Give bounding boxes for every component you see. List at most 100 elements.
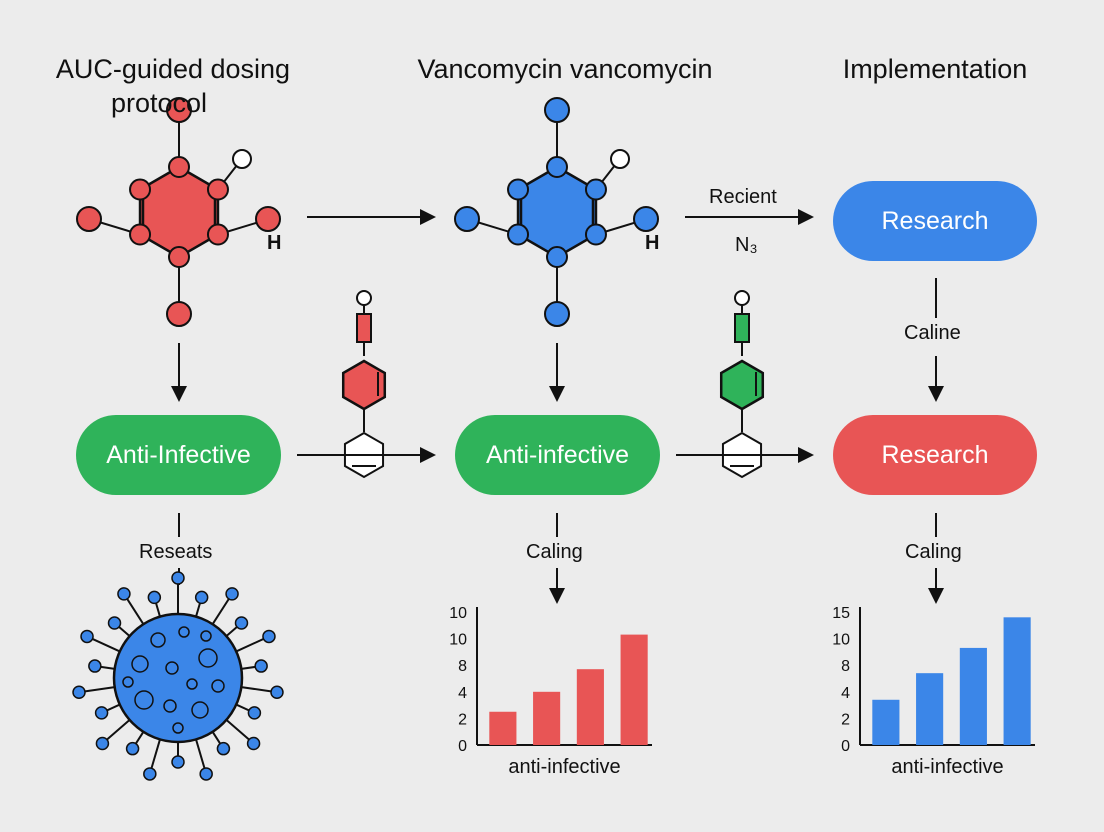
chart-2-bar-1 <box>916 673 944 745</box>
caling-label-mid: Caling <box>526 541 583 563</box>
title-col1-line2: protocol <box>110 88 208 118</box>
blue-atom-left <box>454 206 480 232</box>
virus-spike-tip-11 <box>171 755 185 769</box>
reseats-label: Reseats <box>139 541 213 563</box>
chart-1-bar-2 <box>576 669 604 745</box>
virus-surface-dot-6 <box>134 690 154 710</box>
red-ring <box>138 165 220 259</box>
blue-vertex-atom-3 <box>546 246 568 268</box>
virus-spike-tip-7 <box>247 706 262 720</box>
caline-label: Caline <box>904 322 961 344</box>
virus-surface-dot-12 <box>200 630 212 642</box>
red-vertex-atom-1 <box>129 178 152 201</box>
red-vertex-atom-3 <box>168 246 190 268</box>
chart-2-ytick-5: 15 <box>832 605 850 622</box>
virus-spike-tip-3 <box>234 616 249 630</box>
blue-vertex-atom-1 <box>507 178 530 201</box>
chart-2-xlabel: anti-infective <box>891 756 1003 778</box>
virus-spike-tip-8 <box>246 736 261 751</box>
chart-1-ytick-0: 0 <box>458 738 467 755</box>
title-col1: AUC-guided dosing protocol <box>28 52 318 120</box>
virus-spike-tip-13 <box>125 741 140 756</box>
red-linker-molecule <box>341 290 387 479</box>
chart-1-ytick-4: 10 <box>449 632 467 649</box>
n3-label: N₃ <box>735 234 758 256</box>
virus-particle <box>72 571 284 781</box>
red-atom-right <box>255 206 281 232</box>
blue-molecule <box>454 97 659 327</box>
caling-label-right: Caling <box>905 541 962 563</box>
virus-body <box>112 612 244 744</box>
virus-surface-dot-4 <box>165 661 179 675</box>
research-pill-top: Research <box>833 181 1037 261</box>
red-atom-top <box>166 97 192 123</box>
virus-spike-tip-21 <box>147 590 162 605</box>
blue-vertex-atom-5 <box>584 178 607 201</box>
virus-spike-tip-18 <box>80 629 94 644</box>
virus-spike-tip-1 <box>194 590 209 605</box>
blue-vertex-atom-2 <box>507 223 530 246</box>
chart-1-bar-3 <box>620 634 648 745</box>
red-vertex-atom-4 <box>206 223 229 246</box>
virus-surface-dot-2 <box>178 626 190 638</box>
virus-spike-tip-15 <box>94 706 109 720</box>
virus-spike-tip-2 <box>225 587 239 601</box>
virus-spike-tip-19 <box>107 616 122 630</box>
chart-1-bar-0 <box>489 711 517 745</box>
virus-surface-dot-1 <box>150 632 166 648</box>
red-linker-top-atom <box>356 290 372 306</box>
red-vertex-atom-5 <box>206 178 229 201</box>
blue-vertex-atom-0 <box>546 156 568 178</box>
chart-2-bar-0 <box>872 699 900 745</box>
virus-spike-tip-9 <box>216 741 231 756</box>
chart-2-bar-3 <box>1003 617 1031 745</box>
chart-1-ytick-2: 4 <box>458 685 467 702</box>
anti-infective-pill-mid: Anti-infective <box>455 415 660 495</box>
red-molecule <box>76 97 281 327</box>
chart-1-xlabel: anti-infective <box>508 756 620 778</box>
chart-1-ytick-1: 2 <box>458 711 467 728</box>
blue-atom-right <box>633 206 659 232</box>
red-vertex-atom-2 <box>129 223 152 246</box>
hydrogen-label-1: H <box>267 232 282 254</box>
virus-surface-dot-9 <box>211 679 225 693</box>
research-pill-bottom: Research <box>833 415 1037 495</box>
virus-spike-tip-17 <box>88 659 102 673</box>
red-atom-left <box>76 206 102 232</box>
recient-label: Recient <box>709 186 777 208</box>
virus-spike-tip-12 <box>143 767 157 781</box>
virus-surface-dot-10 <box>172 722 184 734</box>
virus-spike-tip-10 <box>199 767 213 781</box>
bar-chart-1: 0 2 4 8 10 10 anti-infective <box>449 605 652 778</box>
virus-surface-dot-0 <box>131 655 149 673</box>
virus-spike-tip-4 <box>262 629 276 644</box>
red-vertex-atom-0 <box>168 156 190 178</box>
blue-atom-bottom <box>544 301 570 327</box>
virus-spike-tip-20 <box>117 587 131 601</box>
title-col2: Vancomycin vancomycin <box>417 54 713 84</box>
chart-1-bar-1 <box>533 691 561 745</box>
virus-spike-tip-0 <box>171 571 185 585</box>
virus-spike-tip-6 <box>270 685 284 699</box>
title-col1-line1: AUC-guided dosing <box>55 54 291 84</box>
virus-spike-tip-14 <box>95 736 110 751</box>
chart-2-ytick-3: 8 <box>841 658 850 675</box>
hydrogen-label-2: H <box>645 232 660 254</box>
chart-1-ytick-5: 10 <box>449 605 467 622</box>
chart-2-ytick-4: 10 <box>832 632 850 649</box>
blue-atom-top <box>544 97 570 123</box>
title-col3: Implementation <box>842 54 1028 84</box>
virus-spike-tip-5 <box>254 659 268 673</box>
red-atom-hydroxyl <box>232 149 252 169</box>
blue-ring <box>516 165 598 259</box>
blue-atom-hydroxyl <box>610 149 630 169</box>
chart-2-ytick-0: 0 <box>841 738 850 755</box>
blue-vertex-atom-4 <box>584 223 607 246</box>
green-linker-molecule <box>719 290 765 479</box>
chart-1-ytick-3: 8 <box>458 658 467 675</box>
virus-surface-dot-8 <box>191 701 209 719</box>
green-linker-bar <box>734 313 750 343</box>
